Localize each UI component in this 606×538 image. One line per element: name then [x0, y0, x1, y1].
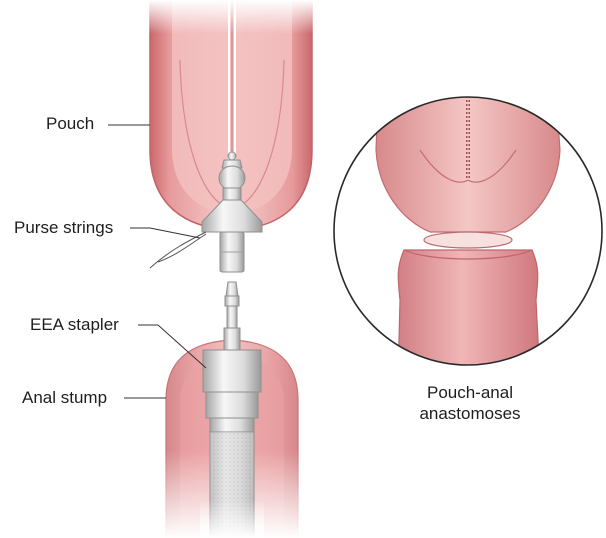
label-anal-stump: Anal stump	[22, 388, 107, 408]
label-pouch: Pouch	[46, 114, 94, 134]
label-eea-stapler: EEA stapler	[30, 315, 119, 335]
label-inset-caption-line2: anastomoses	[370, 403, 570, 424]
label-purse-strings: Purse strings	[14, 218, 113, 238]
eea-stapler-shaft	[200, 282, 264, 538]
magnified-inset-circle	[330, 90, 606, 380]
label-inset-caption-line1: Pouch-anal	[370, 382, 570, 403]
